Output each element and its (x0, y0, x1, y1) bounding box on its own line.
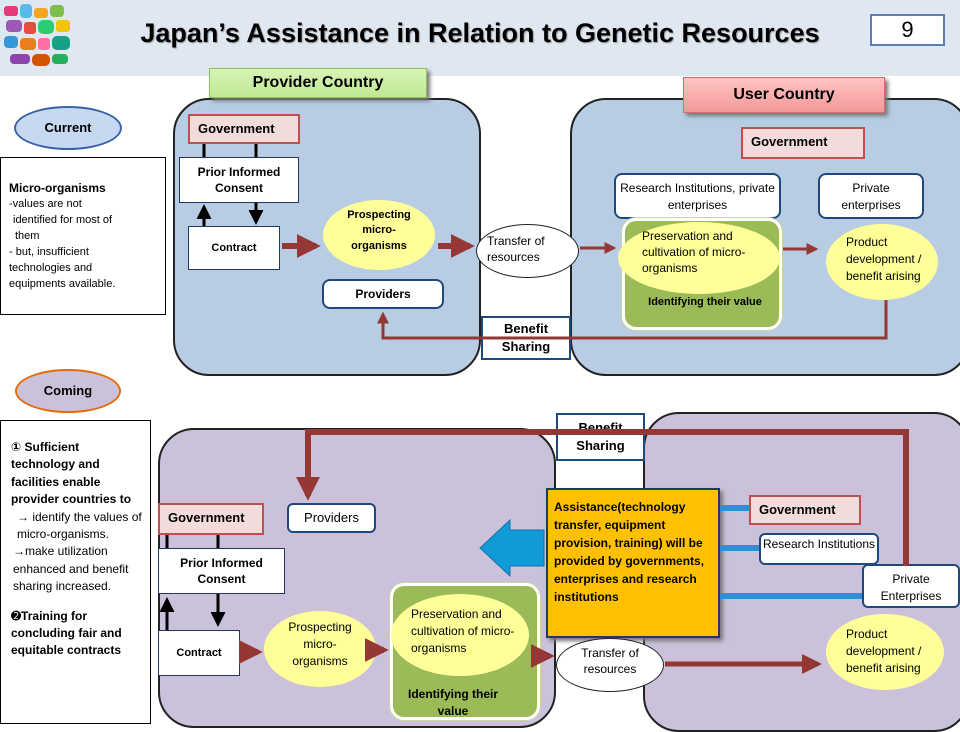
current-note-line: identified for most of (13, 214, 113, 227)
provider-government-current: Government (188, 114, 300, 144)
current-note-line: - but, insufficient (9, 246, 89, 259)
prospecting-oval-current: Prospecting micro-organisms (323, 200, 435, 270)
contract-box-current: Contract (188, 226, 280, 270)
current-note-line: -values are not (9, 198, 82, 211)
benefit-sharing-coming: Benefit Sharing (556, 413, 645, 461)
product-oval-current: Product development / benefit arising (826, 224, 938, 300)
coming-note-line: → identify the values of micro-organisms… (17, 509, 142, 541)
user-government-coming: Government (749, 495, 861, 525)
user-country-label: User Country (683, 77, 885, 113)
coming-badge: Coming (15, 369, 121, 413)
providers-box-current: Providers (322, 279, 444, 309)
coming-note: ① Sufficient technology and facilities e… (0, 420, 151, 724)
page-number: 9 (870, 14, 945, 46)
coming-note-line: ➋Training for concluding fair and equita… (11, 608, 122, 658)
provider-government-coming: Government (158, 503, 264, 535)
identifying-label-coming: Identifying their value (408, 687, 498, 718)
identifying-label-current: Identifying their value (648, 296, 762, 308)
benefit-return-line-coming (296, 429, 909, 566)
current-note-line: them (15, 230, 40, 243)
transfer-pill-coming: Transfer of resources (556, 638, 664, 692)
user-government-current: Government (741, 127, 865, 159)
research-box-current: Research Institutions, private enterpris… (614, 173, 781, 219)
current-note-line: equipments available. (9, 278, 116, 291)
research-box-coming: Research Institutions (759, 533, 879, 565)
logo-animals-icon (2, 2, 74, 72)
provider-country-label: Provider Country (209, 68, 427, 98)
page-title: Japan’s Assistance in Relation to Geneti… (140, 18, 820, 48)
pic-box-coming: Prior Informed Consent (158, 548, 285, 594)
current-note-line: technologies and (9, 262, 93, 275)
coming-note-line: ① Sufficient technology and facilities e… (11, 440, 132, 507)
contract-box-coming: Contract (158, 630, 240, 676)
preservation-oval-current: Preservation and cultivation of micro-or… (618, 222, 780, 294)
private-box-coming: Private Enterprises (862, 564, 960, 608)
transfer-pill-current: Transfer of resources (476, 224, 579, 278)
benefit-return-line-current (377, 300, 888, 340)
pic-box-current: Prior Informed Consent (179, 157, 299, 203)
header-bar (0, 0, 960, 76)
providers-box-coming: Providers (287, 503, 376, 533)
current-note: Micro-organisms -values are not identifi… (0, 157, 166, 315)
preservation-oval-coming: Preservation and cultivation of micro-or… (391, 594, 529, 676)
product-oval-coming: Product development / benefit arising (826, 614, 944, 690)
assistance-big-arrow (479, 518, 545, 578)
prospecting-oval-coming: Prospecting micro-organisms (264, 611, 376, 687)
coming-note-line: →make utilization enhanced and benefit s… (13, 544, 129, 594)
private-box-current: Private enterprises (818, 173, 924, 219)
current-badge: Current (14, 106, 122, 150)
current-note-title: Micro-organisms (9, 181, 106, 195)
assistance-box: Assistance(technology transfer, equipmen… (546, 488, 720, 638)
